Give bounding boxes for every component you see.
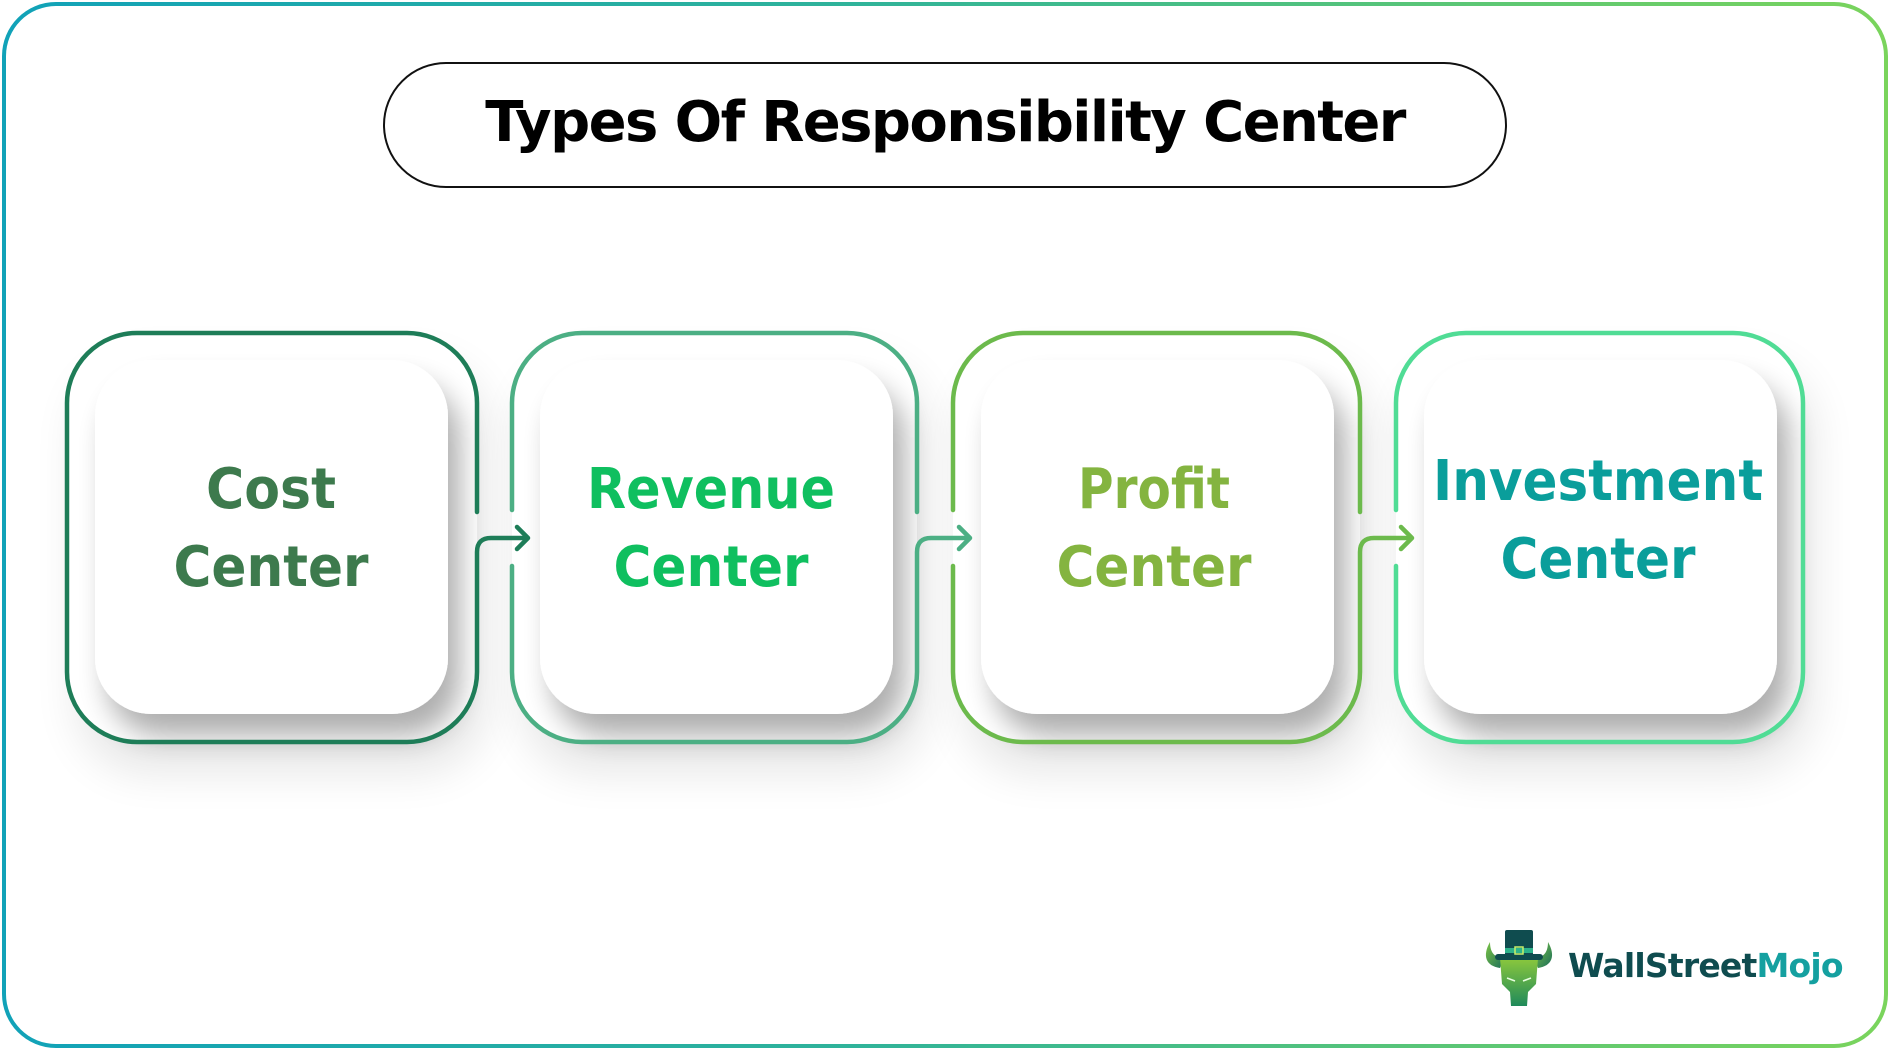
inner-cards [95,360,1777,714]
card-cost-inner [95,360,448,714]
card-profit-label-line2: Center [1057,535,1252,600]
card-profit-inner [981,360,1334,714]
card-profit-border-lower [950,535,1414,745]
card-cost-label-line1: Cost [206,457,336,522]
card-investment-label-line1: Investment [1433,449,1763,514]
card-revenue-border [509,330,920,515]
card-investment-inner [1424,360,1777,714]
arrow-right-icon [514,524,531,552]
card-profit-label-line1: Profit [1078,457,1230,522]
logo-text-mojo: Mojo [1756,945,1843,985]
arrow-right-icon [956,524,973,552]
card-cost-label-line2: Center [174,535,369,600]
page-title: Types Of Responsibility Center [485,90,1406,155]
logo-wordmark: WallStreetMojo [1568,945,1844,985]
card-revenue-label-line2: Center [614,535,809,600]
title-pill: Types Of Responsibility Center [383,62,1507,188]
card-revenue-inner [540,360,893,714]
card-cost-border [64,330,530,745]
card-profit-border [950,330,1363,515]
wallstreetmojo-logo: WallStreetMojo [1478,928,1844,1008]
logo-text-wallstreet: WallStreet [1568,945,1757,985]
card-revenue-label-line1: Revenue [587,457,835,522]
card-revenue-border-lower [509,535,972,745]
card-investment-border [1393,330,1806,745]
card-investment-label-line2: Center [1501,527,1696,592]
bull-with-top-hat-icon [1485,930,1553,1006]
arrow-right-icon [1398,524,1415,552]
